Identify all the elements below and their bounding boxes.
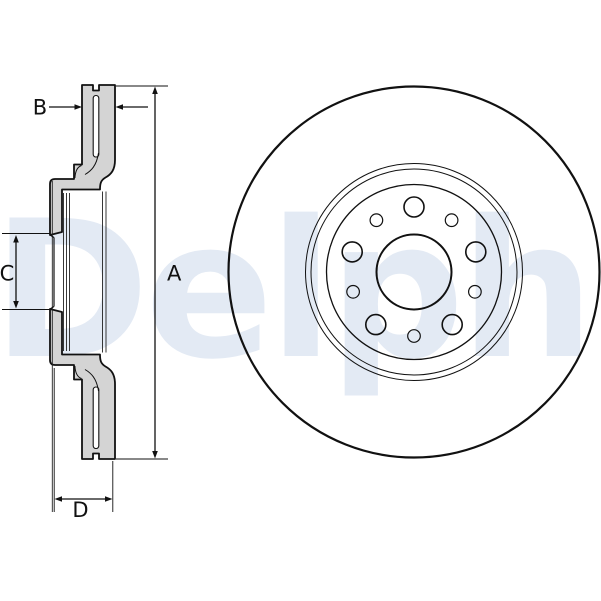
hat-circle	[325, 183, 503, 361]
small-holes	[346, 213, 482, 343]
friction-band-inner-circle-2	[310, 168, 518, 376]
dimension-d: D	[53, 368, 114, 522]
front-view	[227, 85, 601, 459]
fillet-line	[74, 165, 82, 179]
centre-bore-face	[49, 234, 55, 310]
dimension-label-c: C	[0, 262, 14, 286]
transition-line	[84, 152, 99, 175]
section-top-half	[49, 84, 116, 236]
friction-band-inner-circle	[305, 163, 523, 381]
wheel-bolt-holes	[341, 196, 487, 336]
section-view	[49, 84, 116, 512]
dimension-a: A	[116, 85, 182, 460]
dimension-b: B	[33, 96, 148, 120]
section-bottom-half	[49, 308, 116, 460]
centre-bore-circle	[375, 233, 453, 311]
dimension-label-a: A	[167, 262, 182, 286]
outer-diameter-circle	[227, 85, 601, 459]
dimension-label-b: B	[33, 96, 47, 120]
dimension-label-d: D	[72, 498, 88, 522]
dimension-c: C	[0, 232, 50, 311]
vent-slot	[92, 94, 100, 158]
dimension-annotations: B A C	[0, 85, 182, 522]
